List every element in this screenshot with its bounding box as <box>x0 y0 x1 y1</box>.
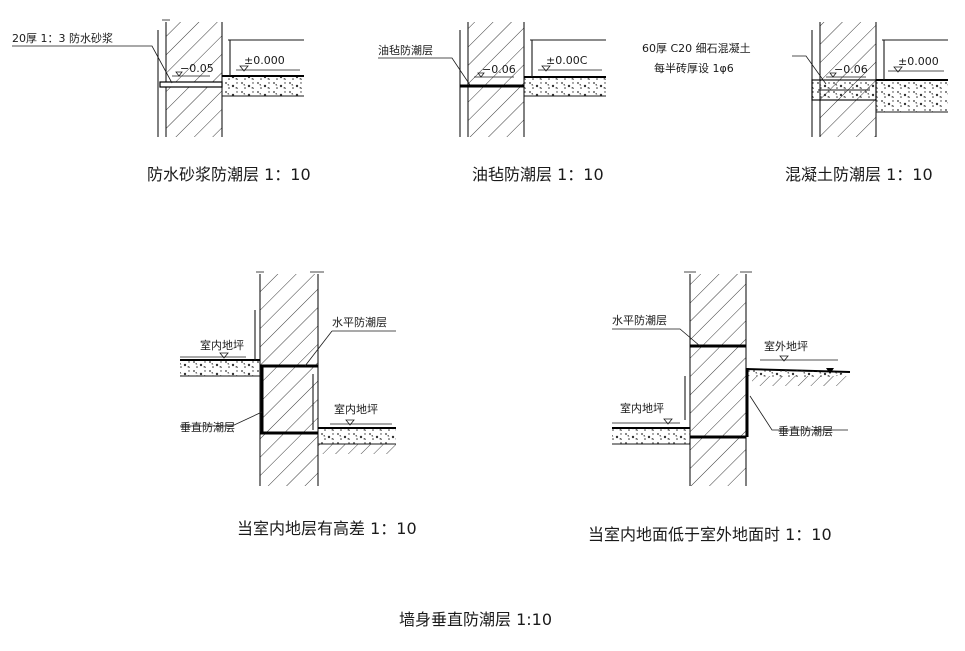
vertical-course-label: 垂直防潮层 <box>778 424 833 438</box>
indoor-floor-label: 室内地坪 <box>620 401 664 415</box>
wall-section <box>166 22 222 137</box>
below-outdoor-detail: 室外地坪 室内地坪 水平防潮层 垂直防潮层 当室内地面低于室外地面时 1：10 <box>588 271 851 544</box>
horizontal-course-label: 水平防潮层 <box>612 313 667 327</box>
course-level: −0.06 <box>482 63 516 76</box>
upper-floor-slab <box>180 360 260 376</box>
ground <box>752 376 848 386</box>
wall-section <box>690 274 746 486</box>
layer-callout: 20厚 1：3 防水砂浆 <box>12 31 113 45</box>
vertical-course-label: 垂直防潮层 <box>180 420 235 434</box>
page-title: 墙身垂直防潮层 1:10 <box>399 610 552 629</box>
floor-level: ±0.00C <box>546 54 588 67</box>
level-mark <box>219 352 229 359</box>
detail-caption: 油毡防潮层 1：10 <box>472 165 604 184</box>
wall-section <box>468 22 524 137</box>
leader-line <box>180 411 263 427</box>
waterproof-mortar-layer <box>159 81 223 88</box>
height-difference-detail: 室内地坪 室内地坪 水平防潮层 垂直防潮层 当室内地层有高差 1：10 <box>180 271 417 538</box>
level-mark <box>175 71 183 77</box>
wall-section <box>260 274 318 486</box>
course-level: −0.06 <box>834 63 868 76</box>
level-mark <box>663 418 673 425</box>
level-mark <box>829 72 837 78</box>
indoor-floor-slab <box>612 428 690 444</box>
ground <box>318 444 396 454</box>
floor-level: ±0.000 <box>898 55 939 68</box>
rebar-callout: 每半砖厚设 1φ6 <box>654 61 734 75</box>
course-level: −0.05 <box>180 62 214 75</box>
detail-caption: 防水砂浆防潮层 1：10 <box>147 165 311 184</box>
felt-course-detail: ±0.00C −0.06 油毡防潮层 油毡防潮层 1：10 <box>378 22 606 184</box>
floor-slab <box>524 77 606 96</box>
lower-floor-slab <box>318 428 396 444</box>
layer-callout: 油毡防潮层 <box>378 43 433 57</box>
level-mark <box>345 419 355 426</box>
detail-caption: 混凝土防潮层 1：10 <box>785 165 933 184</box>
level-mark <box>779 355 789 362</box>
leader-line <box>749 395 848 431</box>
indoor-floor-label: 室内地坪 <box>334 402 378 416</box>
level-mark <box>239 65 249 72</box>
indoor-floor-label: 室内地坪 <box>200 338 244 352</box>
level-mark <box>477 72 485 78</box>
outdoor-paving <box>746 369 850 378</box>
detail-caption: 当室内地面低于室外地面时 1：10 <box>588 525 832 544</box>
level-mark <box>893 66 903 73</box>
layer-callout: 60厚 C20 细石混凝土 <box>642 41 751 55</box>
floor-slab <box>876 80 948 112</box>
level-mark <box>541 65 551 72</box>
horizontal-course-label: 水平防潮层 <box>332 315 387 329</box>
outdoor-grade-label: 室外地坪 <box>764 339 808 353</box>
level-mark <box>826 368 834 374</box>
concrete-course-detail: ±0.000 −0.06 60厚 C20 细石混凝土 每半砖厚设 1φ6 混凝土… <box>642 22 948 184</box>
leader-line <box>12 45 173 84</box>
detail-caption: 当室内地层有高差 1：10 <box>237 519 417 538</box>
leader-line <box>792 55 827 85</box>
mortar-course-detail: ±0.000 −0.05 20厚 1：3 防水砂浆 防水砂浆防潮层 1：10 <box>12 19 311 184</box>
leader-line <box>378 57 471 86</box>
floor-slab <box>222 76 304 96</box>
leader-line <box>612 328 701 347</box>
floor-level: ±0.000 <box>244 54 285 67</box>
